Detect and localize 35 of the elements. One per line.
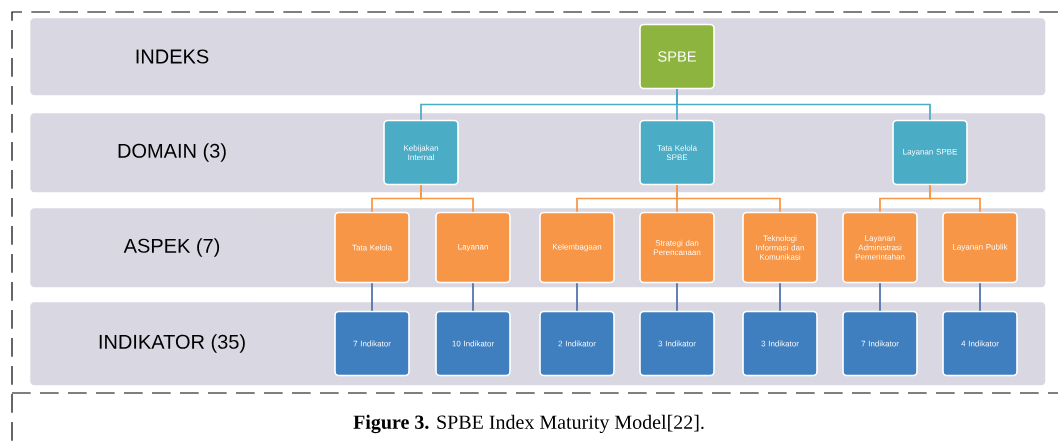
band-label: INDEKS [136, 49, 209, 64]
band-label: INDIKATOR (35) [99, 334, 245, 353]
level-box: Kebijakan Internal [383, 119, 459, 186]
connector-line [779, 282, 781, 312]
level-box: 7 Indikator [334, 310, 410, 377]
figure-caption: Figure 3. SPBE Index Maturity Model[22]. [353, 414, 704, 434]
connector-line [979, 282, 981, 312]
level-box: Layanan [435, 211, 511, 284]
level-box: Strategi dan Perencanaan [639, 211, 715, 284]
level-box: Teknologi Informasi dan Komunikasi [742, 211, 818, 284]
level-box: 10 Indikator [435, 310, 511, 377]
level-box: Tata Kelola [334, 211, 410, 284]
level-box: Layanan Administrasi Pemerintahan [842, 211, 918, 284]
level-box: Layanan SPBE [892, 119, 968, 186]
connector-line [371, 282, 373, 312]
level-box: Layanan Publik [942, 211, 1018, 284]
level-box: Kelembagaan [539, 211, 615, 284]
connector-line [676, 88, 931, 121]
level-box: Tata Kelola SPBE [639, 119, 715, 186]
connector-line [472, 282, 474, 312]
connector-line [420, 184, 474, 213]
band [30, 18, 1046, 96]
level-box: SPBE [639, 23, 715, 90]
level-box: 7 Indikator [842, 310, 918, 377]
level-box: 4 Indikator [942, 310, 1018, 377]
connector-line [929, 184, 981, 213]
band-label: DOMAIN (3) [118, 143, 226, 162]
level-box: 3 Indikator [639, 310, 715, 377]
connector-line [879, 282, 881, 312]
connector-line [676, 184, 781, 213]
band-label: ASPEK (7) [123, 238, 220, 257]
level-box: 2 Indikator [539, 310, 615, 377]
connector-line [676, 282, 678, 312]
connector-line [576, 282, 578, 312]
level-box: 3 Indikator [742, 310, 818, 377]
